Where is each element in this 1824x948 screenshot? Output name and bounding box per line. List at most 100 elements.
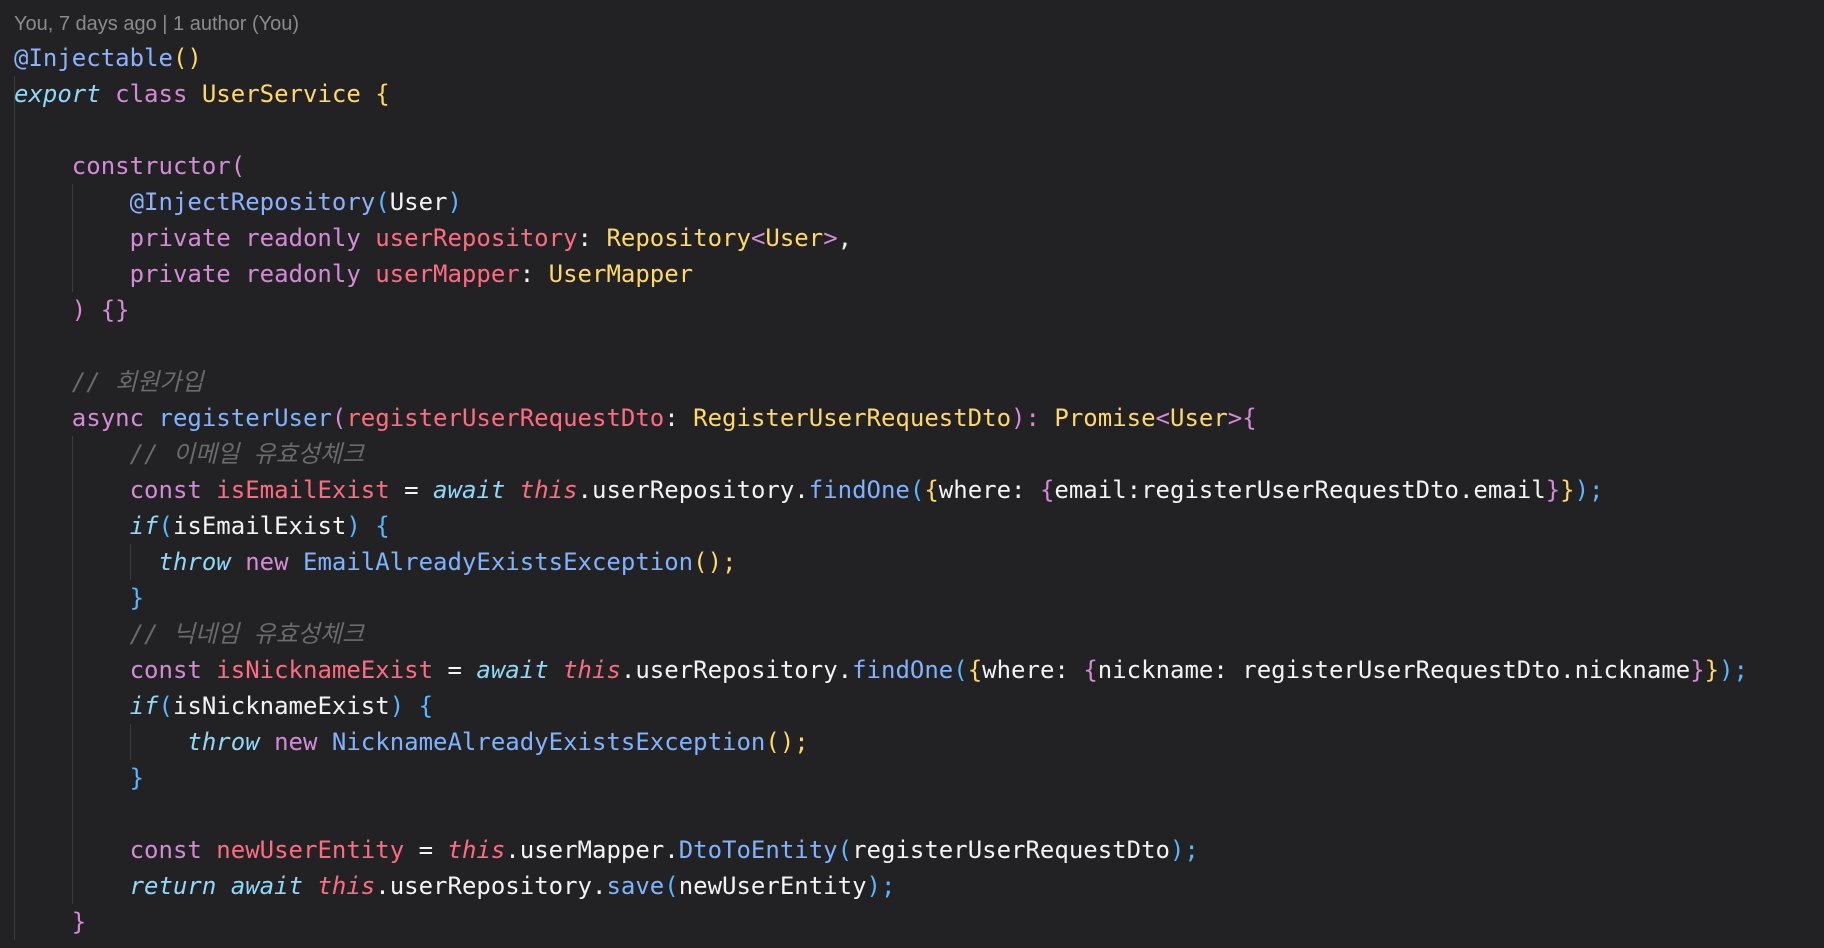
code-token: const [14,836,217,864]
code-line[interactable]: const isEmailExist = await this.userRepo… [0,472,1824,508]
code-token: UserMapper [548,260,694,288]
code-token: ( [158,692,173,720]
code-token [549,656,563,684]
code-token: { [1039,476,1055,504]
code-line[interactable] [0,112,1824,148]
code-token: throw [187,728,260,756]
code-line[interactable]: constructor( [0,148,1824,184]
code-token: const [14,476,217,504]
indent-guide [14,292,15,328]
code-line[interactable]: } [0,904,1824,940]
code-line[interactable]: // 회원가입 [0,364,1824,400]
indent-guide [14,76,15,112]
code-token: .userMapper. [505,836,679,864]
indent-guide [72,868,73,904]
code-line[interactable]: @Injectable() [0,40,1824,76]
code-area[interactable]: @Injectable()export class UserService { … [0,40,1824,940]
code-token: DtoToEntity [678,836,838,864]
code-token [216,872,230,900]
code-line[interactable]: // 이메일 유효성체크 [0,436,1824,472]
code-token: // 닉네임 유효성체크 [14,620,365,648]
code-token: User [389,188,448,216]
code-line[interactable]: if(isNicknameExist) { [0,688,1824,724]
code-line[interactable]: private readonly userRepository: Reposit… [0,220,1824,256]
code-token: { [924,476,939,504]
code-token: (); [693,548,737,576]
indent-guide [72,688,73,724]
code-token: private readonly [14,260,376,288]
code-line[interactable]: private readonly userMapper: UserMapper [0,256,1824,292]
code-token: await [230,872,303,900]
code-token: where: [938,476,1040,504]
indent-guide [14,436,15,472]
code-token: newUserEntity [216,836,405,864]
code-token: const [14,656,217,684]
code-token: NicknameAlreadyExistsException [331,728,766,756]
code-line[interactable]: const isNicknameExist = await this.userR… [0,652,1824,688]
code-token: User [1170,404,1228,432]
code-token: @Injectable [14,44,173,72]
code-token [505,476,519,504]
code-line[interactable]: return await this.userRepository.save(ne… [0,868,1824,904]
code-token: RegisterUserRequestDto [693,404,1012,432]
code-token: throw [158,548,231,576]
code-token: new [259,728,332,756]
code-token: = [433,656,477,684]
indent-guide [130,724,131,760]
code-line[interactable]: } [0,760,1824,796]
code-token [14,728,187,756]
code-token: new [230,548,303,576]
indent-guide [14,220,15,256]
code-token: ) { [389,692,434,720]
indent-guide [72,724,73,760]
indent-guide [72,796,73,832]
code-token: { [967,656,983,684]
code-token: private readonly [14,224,376,252]
code-line[interactable]: @InjectRepository(User) [0,184,1824,220]
code-token: : [519,260,549,288]
code-token: } [1704,656,1720,684]
code-token: } [14,908,87,936]
code-token: ( [909,476,925,504]
indent-guide [14,868,15,904]
code-line[interactable]: ) {} [0,292,1824,328]
code-token: nickname: registerUserRequestDto.nicknam… [1097,656,1691,684]
code-token: constructor [14,152,231,180]
code-token: : [577,224,607,252]
code-token: isNicknameExist [216,656,434,684]
code-line[interactable]: const newUserEntity = this.userMapper.Dt… [0,832,1824,868]
indent-guide [14,256,15,292]
code-line[interactable]: export class UserService { [0,76,1824,112]
indent-guide [130,544,131,580]
git-blame-annotation[interactable]: You, 7 days ago | 1 author (You) [14,13,300,35]
indent-guide [72,652,73,688]
code-token: class [115,80,188,108]
code-token: ); [1719,656,1748,684]
indent-guide [14,724,15,760]
code-token: >{ [1227,404,1257,432]
indent-guide [14,184,15,220]
code-token: if [129,692,159,720]
code-token: : [664,404,694,432]
code-line[interactable]: throw new NicknameAlreadyExistsException… [0,724,1824,760]
indent-guide [72,544,73,580]
code-token: registerUserRequestDto [346,404,665,432]
code-line[interactable] [0,328,1824,364]
code-line[interactable] [0,796,1824,832]
code-line[interactable]: throw new EmailAlreadyExistsException(); [0,544,1824,580]
code-token: return [129,872,217,900]
code-token: { [1083,656,1098,684]
indent-guide [14,904,15,940]
code-line[interactable]: // 닉네임 유효성체크 [0,616,1824,652]
code-token: where: [982,656,1084,684]
code-token: isNicknameExist [172,692,390,720]
indent-guide [72,832,73,868]
code-token: await [433,476,506,504]
code-token: ( [837,836,853,864]
code-line[interactable]: } [0,580,1824,616]
code-line[interactable]: async registerUser(registerUserRequestDt… [0,400,1824,436]
code-token: < [1155,404,1170,432]
indent-guide [72,508,73,544]
code-line[interactable]: if(isEmailExist) { [0,508,1824,544]
